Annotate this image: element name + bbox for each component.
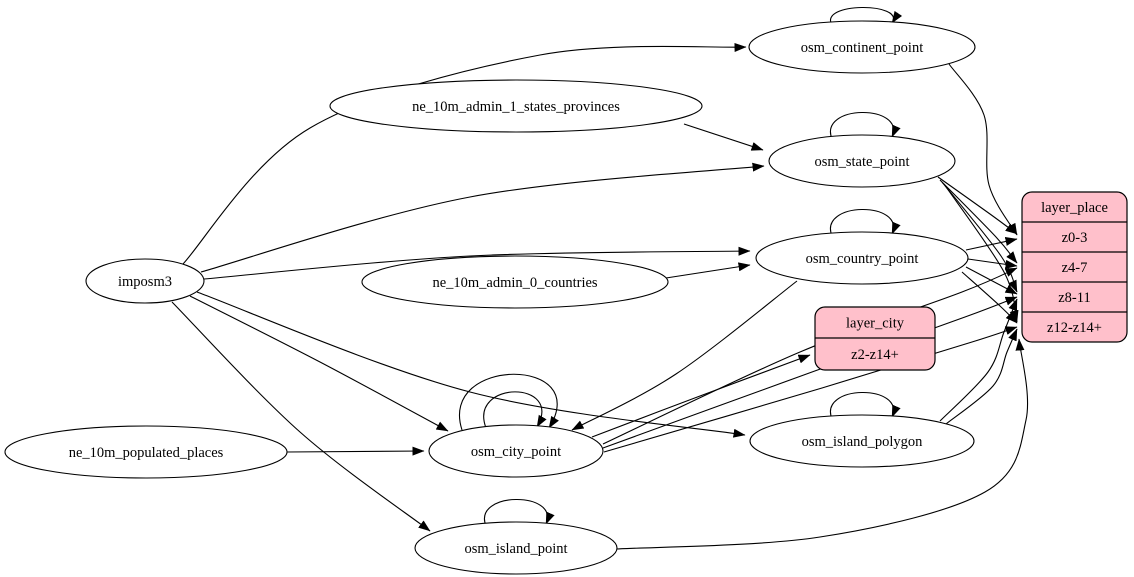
self-loop-osm_country_point <box>829 209 901 237</box>
node-ellipse-ne_10m_admin_1_states_provinces <box>329 79 703 133</box>
node-label-osm_island_point: osm_island_point <box>464 541 567 557</box>
edge-osm_country_point-to-layer_place:z0-3 <box>965 237 1018 251</box>
node-label-ne_10m_admin_1_states_provinces: ne_10m_admin_1_states_provinces <box>412 99 620 115</box>
edges-layer <box>171 6 1029 550</box>
node-label-osm_city_point: osm_city_point <box>471 444 561 460</box>
node-ellipse-imposm3 <box>85 258 205 304</box>
self-loop-osm_island_point <box>483 499 555 527</box>
edge-ne_10m_admin_0_countries-to-osm_country_point <box>665 262 751 279</box>
nodes-layer: imposm3 ne_10m_admin_1_states_provincesne… <box>4 20 1128 575</box>
edge-osm_state_point-to-layer_place:z4-7 <box>939 179 1018 264</box>
edge-osm_island_polygon-to-layer_place:z8-11 <box>939 298 1018 422</box>
node-ellipse-osm_island_point <box>414 521 618 575</box>
node-ellipse-osm_continent_point <box>748 20 976 74</box>
edge-ne_10m_populated_places-to-osm_city_point <box>286 446 425 456</box>
edge-osm_island_point-to-layer_place:z12-z14+ <box>616 338 1029 550</box>
edge-osm_country_point-to-layer_place:z4-7 <box>967 258 1018 269</box>
edge-osm_state_point-to-layer_place:z0-3 <box>937 176 1018 235</box>
node-ellipse-osm_country_point <box>755 231 969 285</box>
node-ne_10m_populated_places: ne_10m_populated_places <box>4 425 288 479</box>
node-label-osm_island_polygon: osm_island_polygon <box>802 434 924 450</box>
node-osm_country_point: osm_country_point <box>755 231 969 285</box>
edge-osm_city_point-to-layer_place:z12-z14+ <box>603 326 1018 453</box>
record-row-layer_place-z0-3: z0-3 <box>1062 230 1088 246</box>
node-ellipse-ne_10m_admin_0_countries <box>361 255 669 309</box>
edge-imposm3-to-osm_island_point <box>171 301 431 532</box>
self-loop-osm_state_point <box>829 112 901 140</box>
node-label-osm_country_point: osm_country_point <box>806 251 919 267</box>
node-osm_state_point: osm_state_point <box>768 134 956 188</box>
node-label-ne_10m_admin_0_countries: ne_10m_admin_0_countries <box>432 275 597 291</box>
self-loop-osm_city_point <box>483 391 547 429</box>
record-row-layer_city-z2-z14+: z2-z14+ <box>851 347 899 363</box>
edge-osm_continent_point-to-layer_place:z0-3 <box>948 63 1018 236</box>
node-osm_island_polygon: osm_island_polygon <box>749 414 975 468</box>
edge-osm_city_point-to-layer_city:z2-z14+ <box>591 354 811 438</box>
node-ellipse-osm_state_point <box>768 134 956 188</box>
edge-imposm3-to-osm_city_point <box>189 295 449 432</box>
self-loop-osm_island_polygon <box>829 392 901 420</box>
edge-osm_island_polygon-to-layer_place:z12-z14+ <box>945 328 1018 425</box>
node-label-osm_continent_point: osm_continent_point <box>801 40 923 56</box>
record-header-layer_city: layer_city <box>846 316 905 332</box>
node-ellipse-osm_city_point <box>428 424 604 478</box>
node-label-ne_10m_populated_places: ne_10m_populated_places <box>69 445 224 461</box>
edge-ne_10m_admin_1_states_provinces-to-osm_state_point <box>683 123 764 151</box>
node-imposm3: imposm3 <box>85 258 205 304</box>
edge-imposm3-to-osm_country_point <box>203 246 751 280</box>
edge-osm_country_point-to-layer_place:z12-z14+ <box>961 271 1018 324</box>
record-row-layer_place-z4-7: z4-7 <box>1062 260 1088 276</box>
node-ellipse-osm_island_polygon <box>749 414 975 468</box>
node-label-imposm3: imposm3 <box>118 274 172 290</box>
node-ne_10m_admin_1_states_provinces: ne_10m_admin_1_states_provinces <box>329 79 703 133</box>
node-ellipse-ne_10m_populated_places <box>4 425 288 479</box>
edge-imposm3-to-osm_continent_point <box>182 42 747 265</box>
node-osm_continent_point: osm_continent_point <box>748 20 976 74</box>
self-loop-osm_continent_point <box>829 6 903 26</box>
record-row-layer_place-z8-11: z8-11 <box>1058 290 1090 306</box>
self-loop-osm_city_point <box>459 373 559 431</box>
record-row-layer_place-z12-z14+: z12-z14+ <box>1047 320 1102 336</box>
record-header-layer_place: layer_place <box>1041 200 1108 216</box>
node-osm_city_point: osm_city_point <box>428 424 604 478</box>
node-osm_island_point: osm_island_point <box>414 521 618 575</box>
edge-osm_country_point-to-layer_place:z8-11 <box>965 266 1018 295</box>
edge-osm_country_point-to-osm_city_point <box>571 280 798 431</box>
node-ne_10m_admin_0_countries: ne_10m_admin_0_countries <box>361 255 669 309</box>
record-box-layer_place <box>1021 191 1128 343</box>
edge-imposm3-to-osm_island_polygon <box>196 291 746 438</box>
edge-imposm3-to-osm_state_point <box>200 162 765 273</box>
edge-osm_state_point-to-layer_place:z8-11 <box>941 181 1018 293</box>
record-layer_city: layer_city z2-z14+ <box>814 306 936 371</box>
record-layer_place: layer_place z0-3 z4-7 z8-11 z12-z14+ <box>1021 191 1128 343</box>
node-label-osm_state_point: osm_state_point <box>814 154 909 170</box>
